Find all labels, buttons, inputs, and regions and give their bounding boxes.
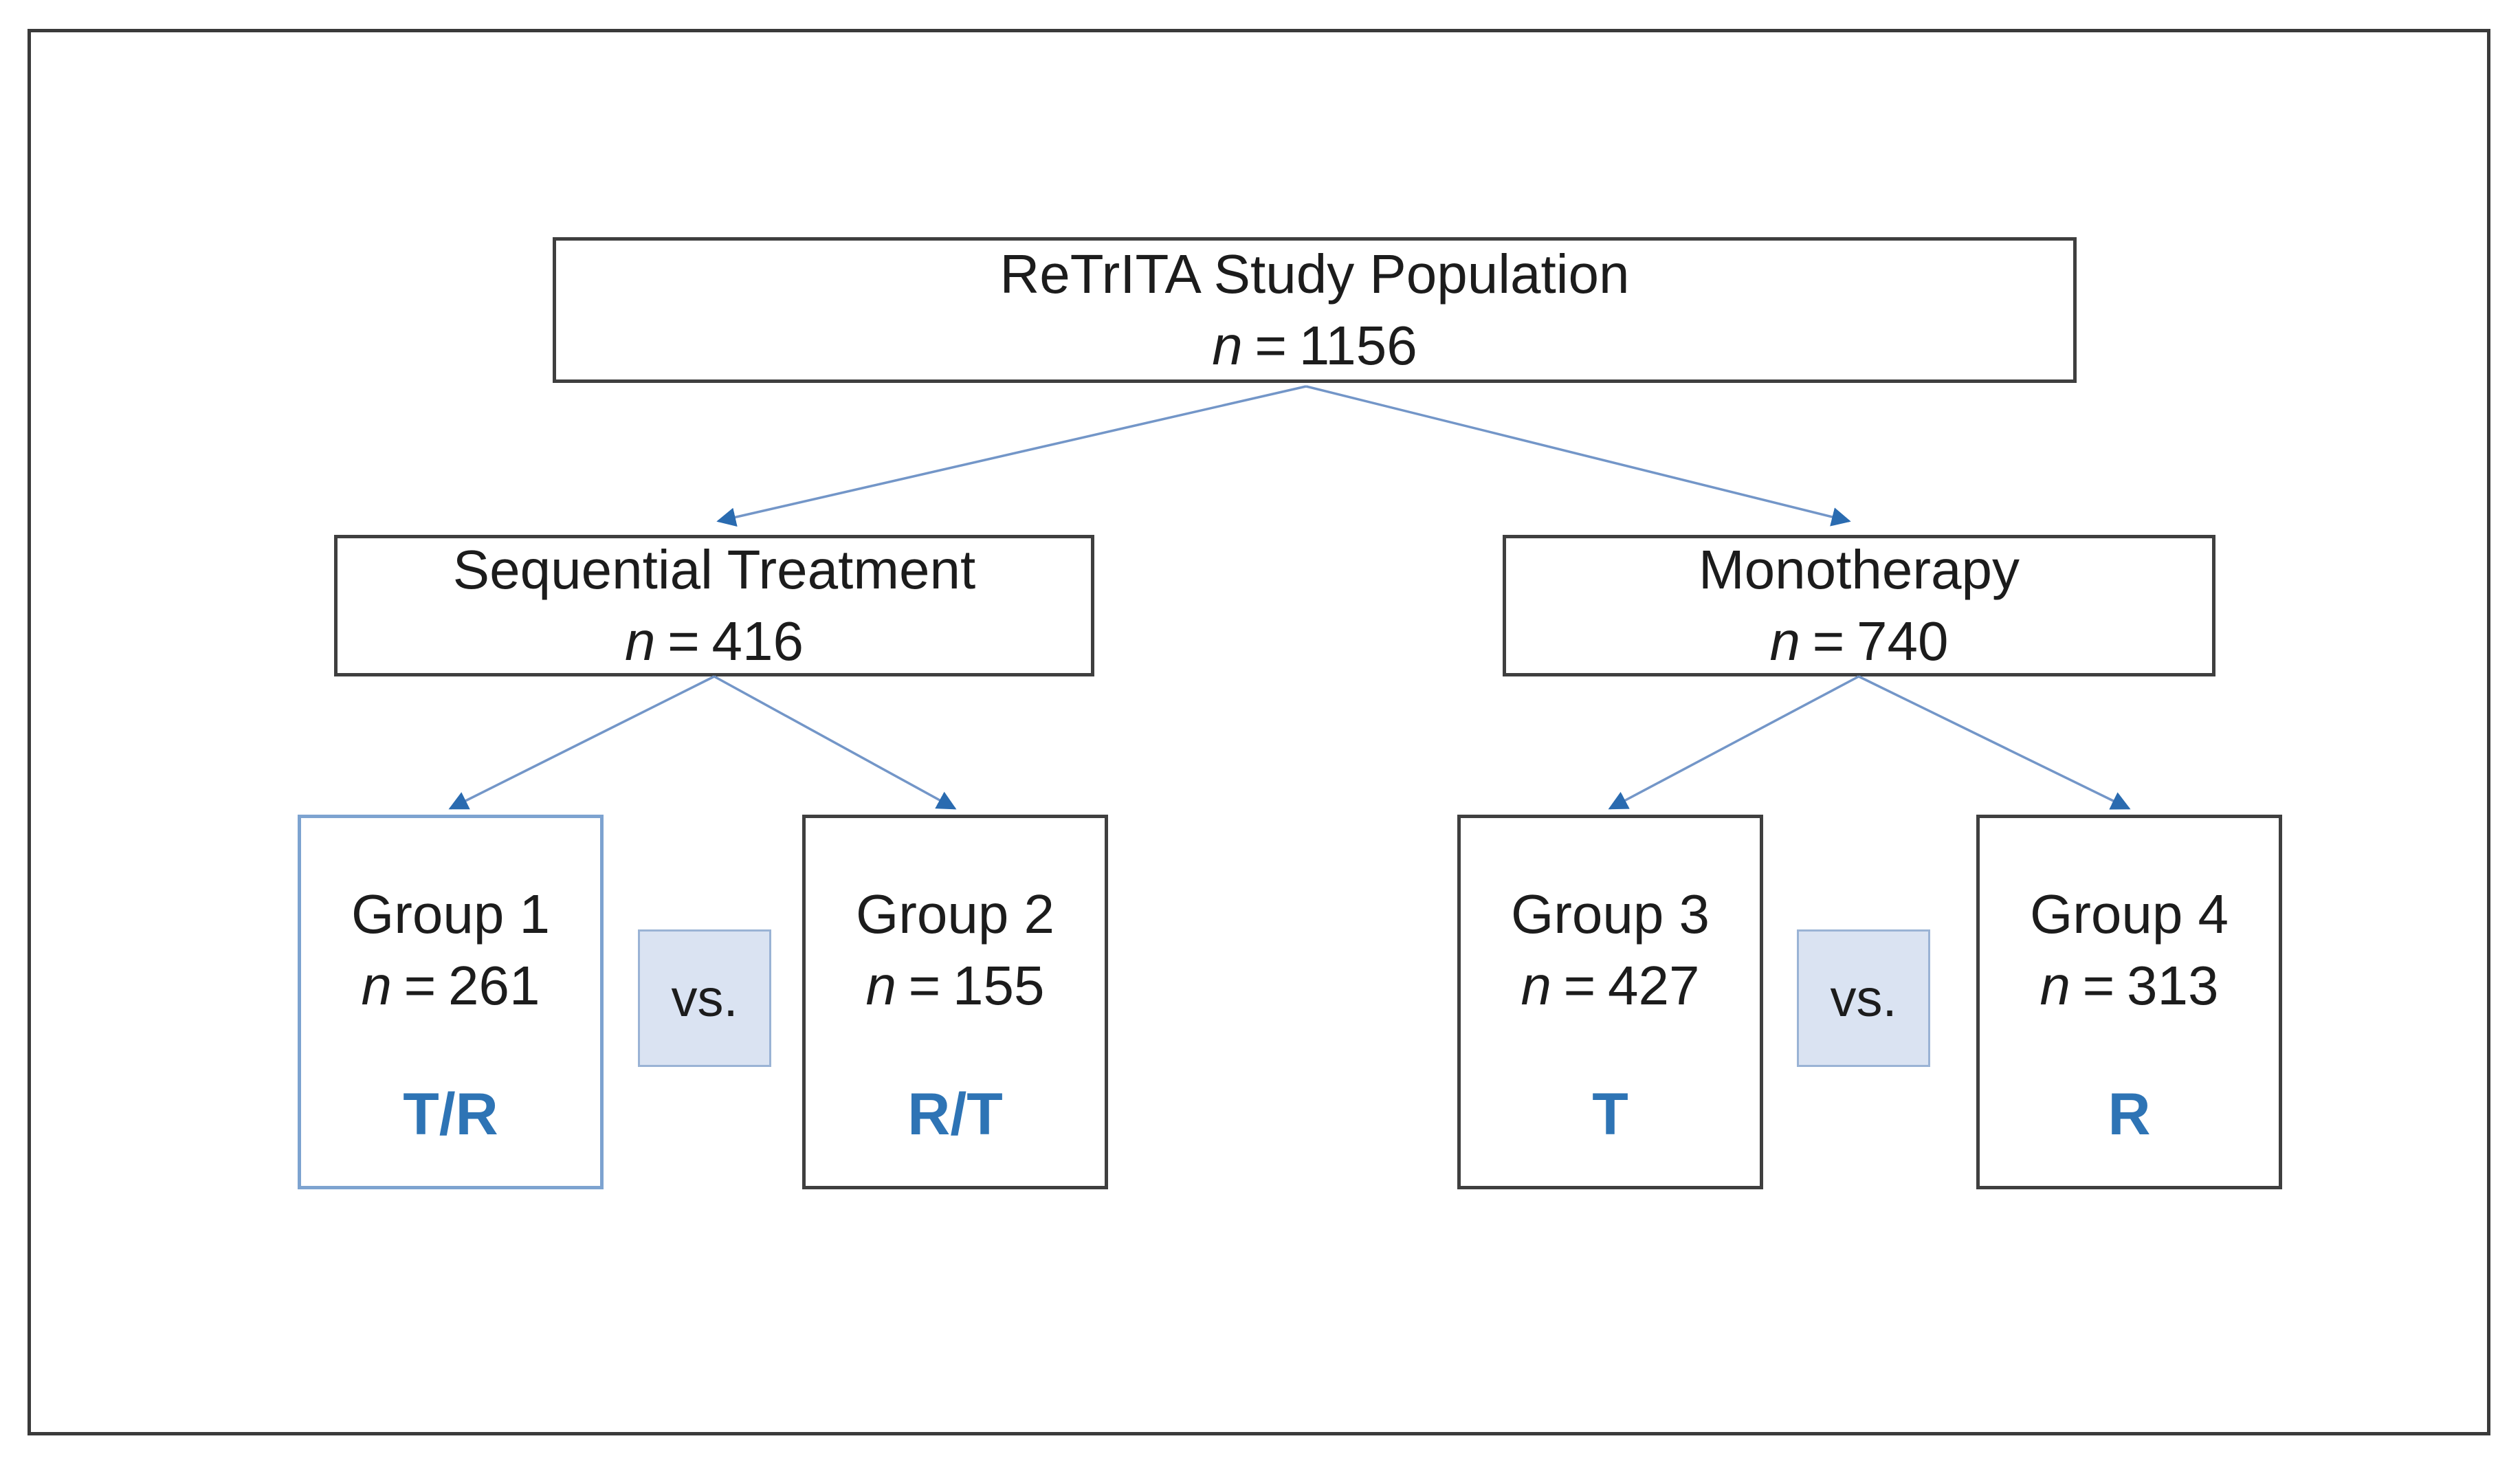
node-group-3: Group 3 n=427 T [1457,815,1763,1189]
vs-badge-left: vs. [638,929,771,1067]
node-title: Group 1 [351,883,551,945]
node-n-count: n=313 [2040,950,2219,1022]
treatment-arm-label: R [2108,1081,2151,1147]
node-group-4: Group 4 n=313 R [1976,815,2282,1189]
vs-badge-right: vs. [1797,929,1930,1067]
node-n-count: n=261 [362,950,540,1022]
treatment-arm-label: T [1592,1081,1628,1147]
node-title: Group 3 [1510,883,1710,945]
treatment-arm-label: T/R [403,1081,498,1147]
treatment-arm-label: R/T [907,1081,1003,1147]
equals-sign: = [404,955,436,1016]
n-symbol: n [361,955,393,1016]
node-title: Group 2 [855,883,1055,945]
n-value: 427 [1607,955,1700,1016]
n-value: 313 [2126,955,2219,1016]
equals-sign: = [1563,955,1596,1016]
n-value: 155 [952,955,1045,1016]
n-symbol: n [865,955,897,1016]
vs-label: vs. [671,969,738,1028]
node-n-count: n=1156 [1212,310,1417,382]
n-symbol: n [1521,955,1552,1016]
node-title: Monotherapy [1699,539,2020,600]
n-symbol: n [2040,955,2071,1016]
equals-sign: = [2082,955,2115,1016]
n-value: 740 [1856,610,1949,672]
node-monotherapy: Monotherapy n=740 [1503,535,2215,676]
node-study-population: ReTrITA Study Population n=1156 [553,237,2077,383]
n-value: 261 [447,955,540,1016]
n-value: 1156 [1298,315,1417,376]
n-symbol: n [1212,315,1243,376]
n-symbol: n [625,610,656,672]
equals-sign: = [908,955,941,1016]
node-n-count: n=427 [1521,950,1700,1022]
node-n-count: n=416 [625,606,804,677]
equals-sign: = [1812,610,1845,672]
n-symbol: n [1769,610,1801,672]
node-group-1: Group 1 n=261 T/R [298,815,604,1189]
node-group-2: Group 2 n=155 R/T [802,815,1108,1189]
node-title: ReTrITA Study Population [999,243,1630,305]
node-n-count: n=155 [866,950,1045,1022]
node-n-count: n=740 [1770,606,1949,677]
node-title: Group 4 [2029,883,2229,945]
node-title: Sequential Treatment [452,539,976,600]
n-value: 416 [711,610,804,672]
equals-sign: = [667,610,700,672]
vs-label: vs. [1830,969,1897,1028]
node-sequential-treatment: Sequential Treatment n=416 [334,535,1094,676]
equals-sign: = [1255,315,1287,376]
